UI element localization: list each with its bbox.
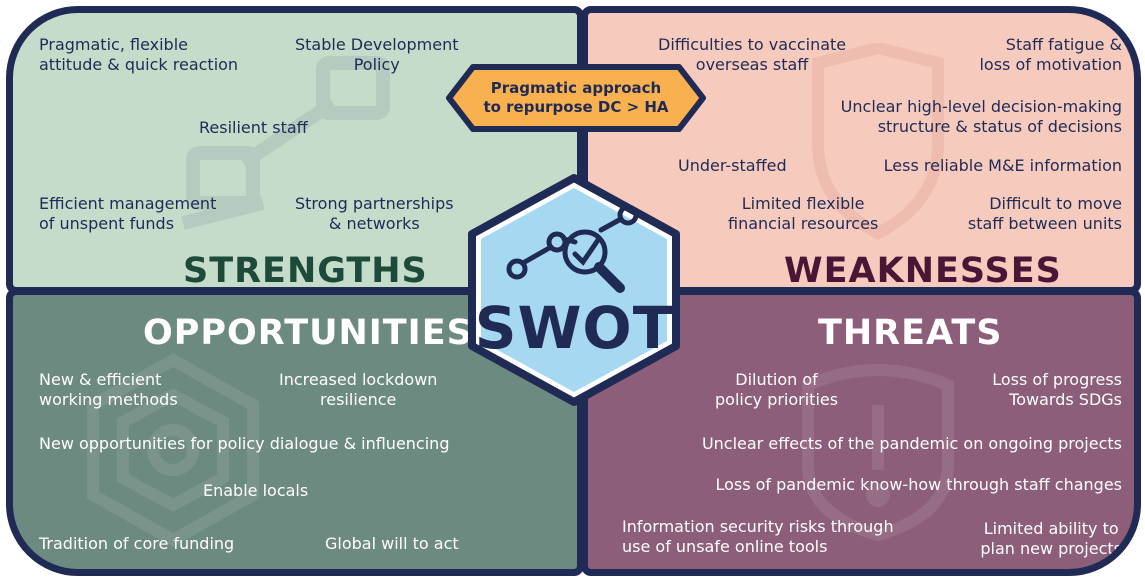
swot-center-label: SWOT — [474, 294, 674, 362]
magnifying-glass-data-icon — [506, 204, 639, 293]
gym-equipment-watermark-icon — [181, 56, 390, 230]
strength-item-5: Strong partnerships& networks — [295, 194, 454, 233]
opportunities-title: OPPORTUNITIES — [143, 313, 473, 353]
highlight-pill — [446, 64, 706, 132]
weaknesses-title: WEAKNESSES — [784, 251, 1062, 291]
swot-center-hexagon — [468, 174, 680, 406]
threat-item-4: Loss of pandemic know-how through staff … — [715, 475, 1122, 494]
threat-item-3: Unclear effects of the pandemic on ongoi… — [701, 434, 1122, 453]
weakness-item-5: Less reliable M&E information — [883, 156, 1122, 175]
opportunity-item-3: New opportunities for policy dialogue & … — [39, 434, 450, 453]
strengths-title: STRENGTHS — [183, 251, 428, 291]
opportunity-item-4: Enable locals — [203, 481, 309, 500]
shield-watermark-icon — [812, 43, 944, 240]
opportunity-item-6: Global will to act — [325, 534, 459, 553]
target-watermark-icon — [87, 353, 259, 547]
alert-watermark-icon — [802, 364, 954, 542]
threats-title: THREATS — [818, 313, 1003, 353]
opportunity-item-5: Tradition of core funding — [39, 534, 235, 553]
strength-item-3: Resilient staff — [199, 118, 308, 137]
weakness-item-2: Staff fatigue &loss of motivation — [979, 35, 1122, 74]
weakness-item-4: Under-staffed — [678, 156, 787, 175]
highlight-text: Pragmatic approach to repurpose DC > HA — [483, 79, 669, 116]
